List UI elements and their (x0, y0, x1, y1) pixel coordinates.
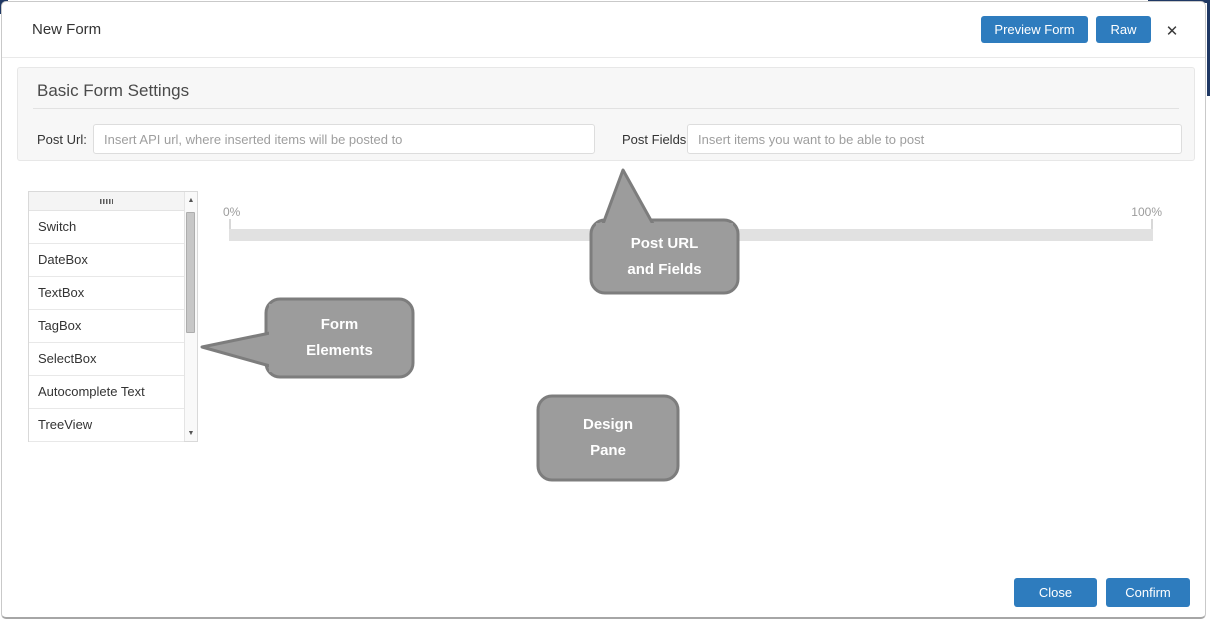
post-url-input[interactable] (93, 124, 595, 154)
post-fields-input[interactable] (687, 124, 1182, 154)
scroll-up-icon[interactable]: ▲ (185, 194, 197, 206)
callout-line: Elements (306, 338, 373, 364)
list-drag-handle[interactable] (29, 192, 184, 211)
confirm-button[interactable]: Confirm (1106, 578, 1190, 607)
post-fields-label: Post Fields: (622, 132, 690, 147)
callout-design-pane: Design Pane (538, 396, 678, 480)
scale-track (229, 229, 1153, 241)
list-item-datebox[interactable]: DateBox (29, 244, 184, 277)
dialog-title: New Form (32, 21, 101, 38)
callout-line: and Fields (627, 257, 701, 283)
panel-divider (33, 108, 1179, 109)
list-item-autocomplete-text[interactable]: Autocomplete Text (29, 376, 184, 409)
dialog-header: New Form Preview Form Raw ✕ (2, 2, 1205, 58)
callout-form-elements: Form Elements (266, 299, 413, 377)
list-item-textbox[interactable]: TextBox (29, 277, 184, 310)
list-item-selectbox[interactable]: SelectBox (29, 343, 184, 376)
callout-line: Pane (590, 438, 626, 464)
list-item-switch[interactable]: Switch (29, 211, 184, 244)
panel-title: Basic Form Settings (37, 81, 189, 101)
list-items: Switch DateBox TextBox TagBox SelectBox … (29, 211, 184, 441)
list-item-tagbox[interactable]: TagBox (29, 310, 184, 343)
scale-max-label: 100% (1128, 205, 1162, 219)
list-item-treeview[interactable]: TreeView (29, 409, 184, 442)
close-button[interactable]: Close (1014, 578, 1097, 607)
drag-handle-icon (100, 199, 113, 204)
basic-form-settings-panel: Basic Form Settings Post Url: Post Field… (17, 67, 1195, 161)
close-icon[interactable]: ✕ (1159, 18, 1185, 44)
preview-form-button[interactable]: Preview Form (981, 16, 1088, 43)
post-url-label: Post Url: (37, 132, 87, 147)
scroll-down-icon[interactable]: ▼ (185, 427, 197, 439)
callout-form-elements-shape (202, 299, 413, 377)
callout-design-pane-shape (538, 396, 678, 480)
list-scrollbar[interactable]: ▲ ▼ (184, 192, 197, 441)
form-elements-list: Switch DateBox TextBox TagBox SelectBox … (28, 191, 198, 442)
scrollbar-thumb[interactable] (186, 212, 195, 333)
raw-button[interactable]: Raw (1096, 16, 1151, 43)
scale-min-label: 0% (223, 205, 240, 219)
callout-line: Form (321, 312, 359, 338)
callout-line: Design (583, 412, 633, 438)
